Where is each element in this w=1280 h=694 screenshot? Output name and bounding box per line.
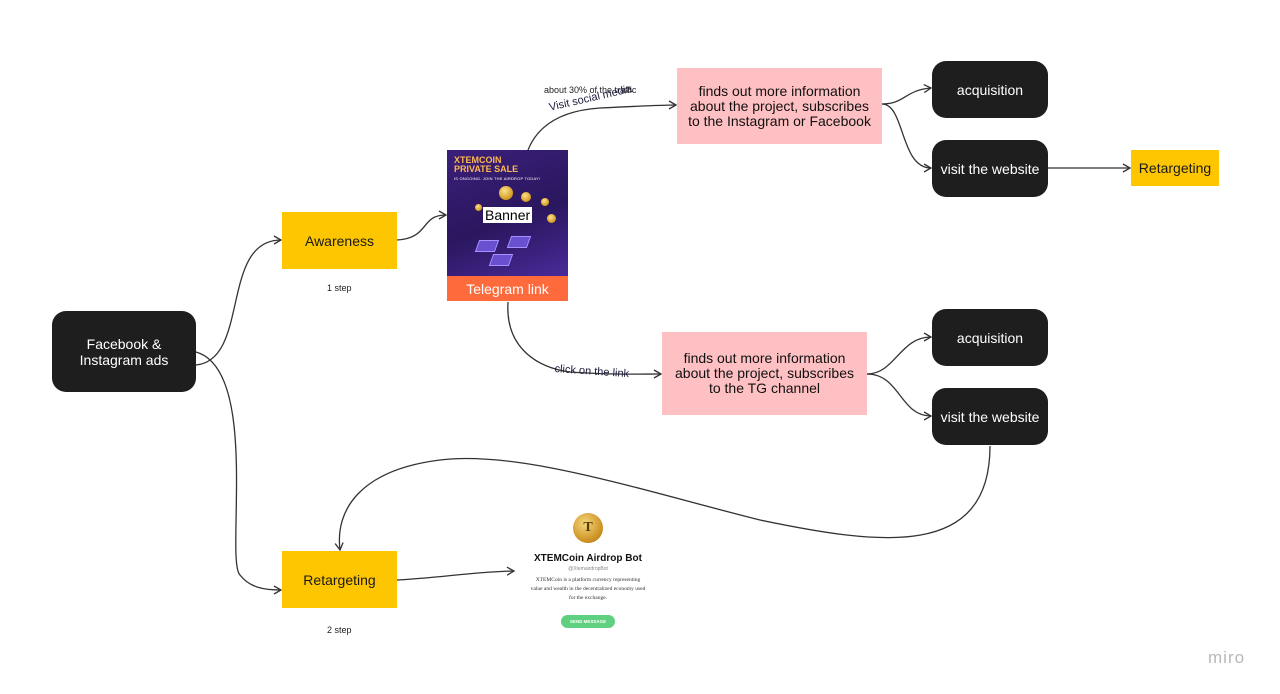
edge-banner-tg — [507, 301, 663, 379]
acquisition-bottom-node[interactable]: acquisition — [932, 309, 1048, 366]
coin-icon — [547, 214, 556, 223]
info-social-node[interactable]: finds out more information about the pro… — [677, 68, 882, 144]
banner-label: Banner — [483, 207, 533, 223]
info-tg-node[interactable]: finds out more information about the pro… — [662, 332, 867, 415]
edge-ads-awareness — [195, 235, 283, 366]
acquisition-top-node[interactable]: acquisition — [932, 61, 1048, 118]
platform-shape — [474, 240, 500, 252]
bot-description: XTEMCoin is a platform currency represen… — [530, 577, 646, 601]
visit-website-top-node[interactable]: visit the website — [932, 140, 1048, 197]
edge-awareness-banner — [396, 210, 448, 241]
edge-retargeting-bot — [396, 566, 516, 581]
platform-shape — [506, 236, 532, 248]
airdrop-bot-card[interactable]: T XTEMCoin Airdrop Bot @XtemairdropBot X… — [518, 510, 658, 635]
edge-social-visit — [881, 103, 933, 173]
traffic-note: about 30% of the traffic — [544, 85, 637, 95]
bot-handle: @XtemairdropBot — [568, 566, 608, 572]
step-2-label: 2 step — [327, 625, 352, 635]
edge-tg-visit — [866, 373, 933, 421]
retargeting-left-node[interactable]: Retargeting — [282, 551, 397, 608]
visit-website-bottom-node[interactable]: visit the website — [932, 388, 1048, 445]
banner-image: XTEMCOIN PRIVATE SALE IS ONGOING. JOIN T… — [447, 150, 568, 276]
send-message-button[interactable]: SEND MESSAGE — [561, 615, 615, 628]
coin-icon — [541, 198, 549, 206]
facebook-instagram-ads-node[interactable]: Facebook & Instagram ads — [52, 311, 196, 392]
edge-tg-acq — [866, 332, 933, 375]
banner-node[interactable]: XTEMCOIN PRIVATE SALE IS ONGOING. JOIN T… — [447, 150, 568, 301]
bot-name: XTEMCoin Airdrop Bot — [534, 553, 642, 564]
retargeting-right-node[interactable]: Retargeting — [1131, 150, 1219, 186]
bot-avatar-icon: T — [573, 513, 603, 543]
miro-watermark: miro — [1208, 648, 1246, 667]
coin-icon — [475, 204, 482, 211]
step-1-label: 1 step — [327, 283, 352, 293]
coin-icon — [499, 186, 513, 200]
platform-shape — [488, 254, 514, 266]
coin-icon — [521, 192, 531, 202]
telegram-link[interactable]: Telegram link — [447, 276, 568, 301]
awareness-node[interactable]: Awareness — [282, 212, 397, 269]
edge-banner-social — [527, 100, 678, 151]
banner-title: XTEMCOIN PRIVATE SALE — [454, 155, 519, 174]
edge-visit-retargeting-loop — [334, 445, 991, 552]
edge-ads-retargeting — [195, 351, 283, 595]
edge-social-acq — [881, 83, 933, 105]
banner-subtitle: IS ONGOING. JOIN THE AIRDROP TODAY! — [454, 176, 541, 181]
